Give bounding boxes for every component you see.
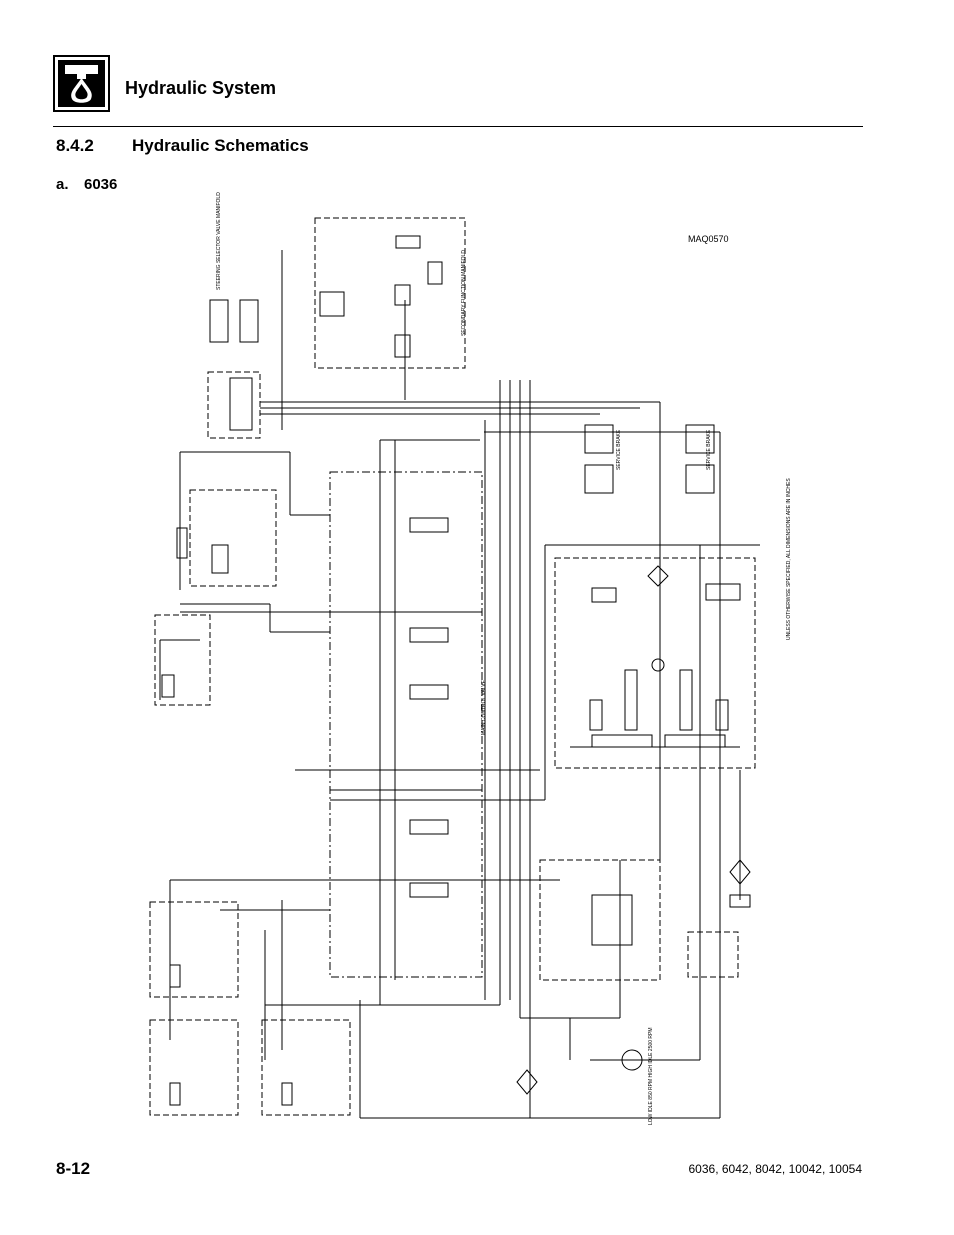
section-title: Hydraulic System: [125, 78, 277, 98]
page-number: 8-12: [56, 1159, 91, 1178]
subsection-title: Hydraulic Schematics: [132, 136, 309, 155]
svg-text:SERVICE BRAKE: SERVICE BRAKE: [616, 429, 622, 470]
svg-text:LOW IDLE 850 RPM HIGH IDLE 250: LOW IDLE 850 RPM HIGH IDLE 2500 RPM: [648, 1027, 654, 1125]
model-list: 6036, 6042, 8042, 10042, 10054: [688, 1162, 863, 1176]
hydraulic-logo: [53, 55, 110, 112]
svg-text:SERVICE BRAKE: SERVICE BRAKE: [706, 429, 712, 470]
figure-id: MAQ0570: [688, 234, 729, 244]
item-letter: a.: [56, 176, 69, 193]
svg-text:STEERING SELECTOR VALVE MANIFO: STEERING SELECTOR VALVE MANIFOLD: [216, 192, 222, 290]
header-divider: [53, 126, 863, 127]
hydraulic-oil-drop-icon: [58, 60, 105, 107]
svg-text:SECONDARY FUNCTION MANIFOLD: SECONDARY FUNCTION MANIFOLD: [461, 250, 467, 336]
subsection-number: 8.4.2: [56, 136, 94, 155]
svg-text:UNLESS OTHERWISE SPECIFIED, AL: UNLESS OTHERWISE SPECIFIED, ALL DIMENSIO…: [786, 478, 792, 640]
item-title: 6036: [84, 176, 118, 193]
svg-text:MAIN CONTROL VALVE: MAIN CONTROL VALVE: [481, 679, 487, 735]
